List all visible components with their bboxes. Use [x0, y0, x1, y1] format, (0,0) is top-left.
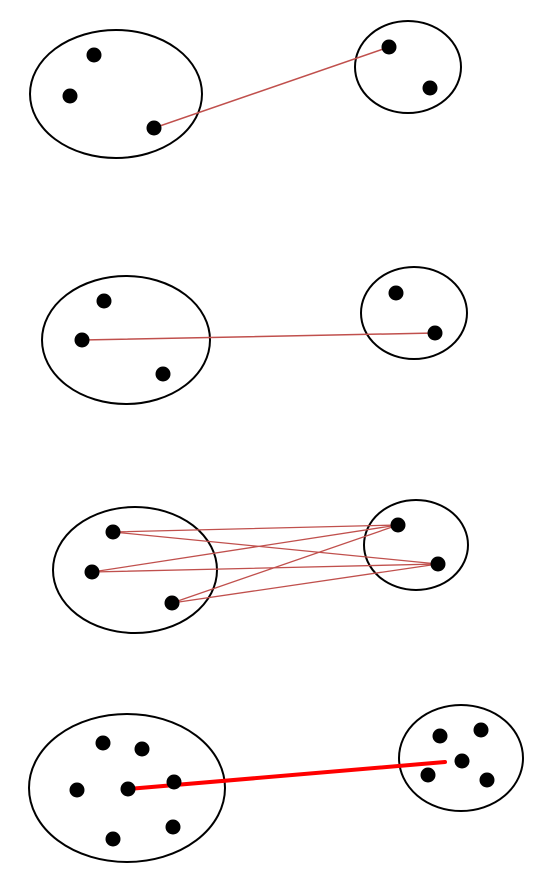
- linkage-line: [112, 531, 439, 565]
- linkage-line: [81, 332, 436, 341]
- right-cluster-outline: [360, 266, 468, 360]
- right-cluster-outline: [398, 704, 524, 812]
- panel-complete-linkage: [41, 266, 468, 405]
- left-cluster-outline: [29, 29, 203, 159]
- left-cluster-point: [165, 819, 181, 835]
- left-cluster-point: [95, 735, 111, 751]
- panel-average-linkage: [52, 499, 469, 634]
- left-cluster-point: [155, 366, 171, 382]
- right-cluster-point: [432, 728, 448, 744]
- left-cluster-point: [146, 120, 162, 136]
- linkage-line: [171, 524, 399, 604]
- right-cluster-outline: [354, 20, 462, 114]
- right-cluster-point: [420, 767, 436, 783]
- linkage-line: [91, 524, 399, 573]
- right-cluster-point: [390, 517, 406, 533]
- left-cluster-point: [86, 47, 102, 63]
- right-cluster-point: [422, 80, 438, 96]
- right-cluster-point: [473, 722, 489, 738]
- linkage-line: [112, 524, 399, 533]
- left-cluster-point: [134, 741, 150, 757]
- right-cluster-point: [430, 556, 446, 572]
- left-cluster-point: [166, 774, 182, 790]
- left-cluster-point: [105, 524, 121, 540]
- right-cluster-point: [381, 39, 397, 55]
- panel-single-linkage: [29, 20, 462, 159]
- right-cluster-point: [479, 772, 495, 788]
- right-cluster-point: [454, 753, 470, 769]
- panel-centroid-linkage: [28, 704, 524, 863]
- left-cluster-point: [120, 781, 136, 797]
- left-cluster-outline: [52, 506, 218, 634]
- right-cluster-outline: [363, 499, 469, 591]
- left-cluster-point: [62, 88, 78, 104]
- left-cluster-point: [84, 564, 100, 580]
- left-cluster-point: [164, 595, 180, 611]
- right-cluster-point: [427, 325, 443, 341]
- left-cluster-outline: [28, 713, 226, 863]
- left-cluster-point: [105, 831, 121, 847]
- left-cluster-point: [74, 332, 90, 348]
- linkage-line: [171, 563, 439, 604]
- linkage-line: [153, 46, 390, 129]
- left-cluster-outline: [41, 275, 211, 405]
- linkage-line: [91, 563, 439, 573]
- left-cluster-point: [69, 782, 85, 798]
- right-cluster-point: [388, 285, 404, 301]
- left-cluster-point: [96, 293, 112, 309]
